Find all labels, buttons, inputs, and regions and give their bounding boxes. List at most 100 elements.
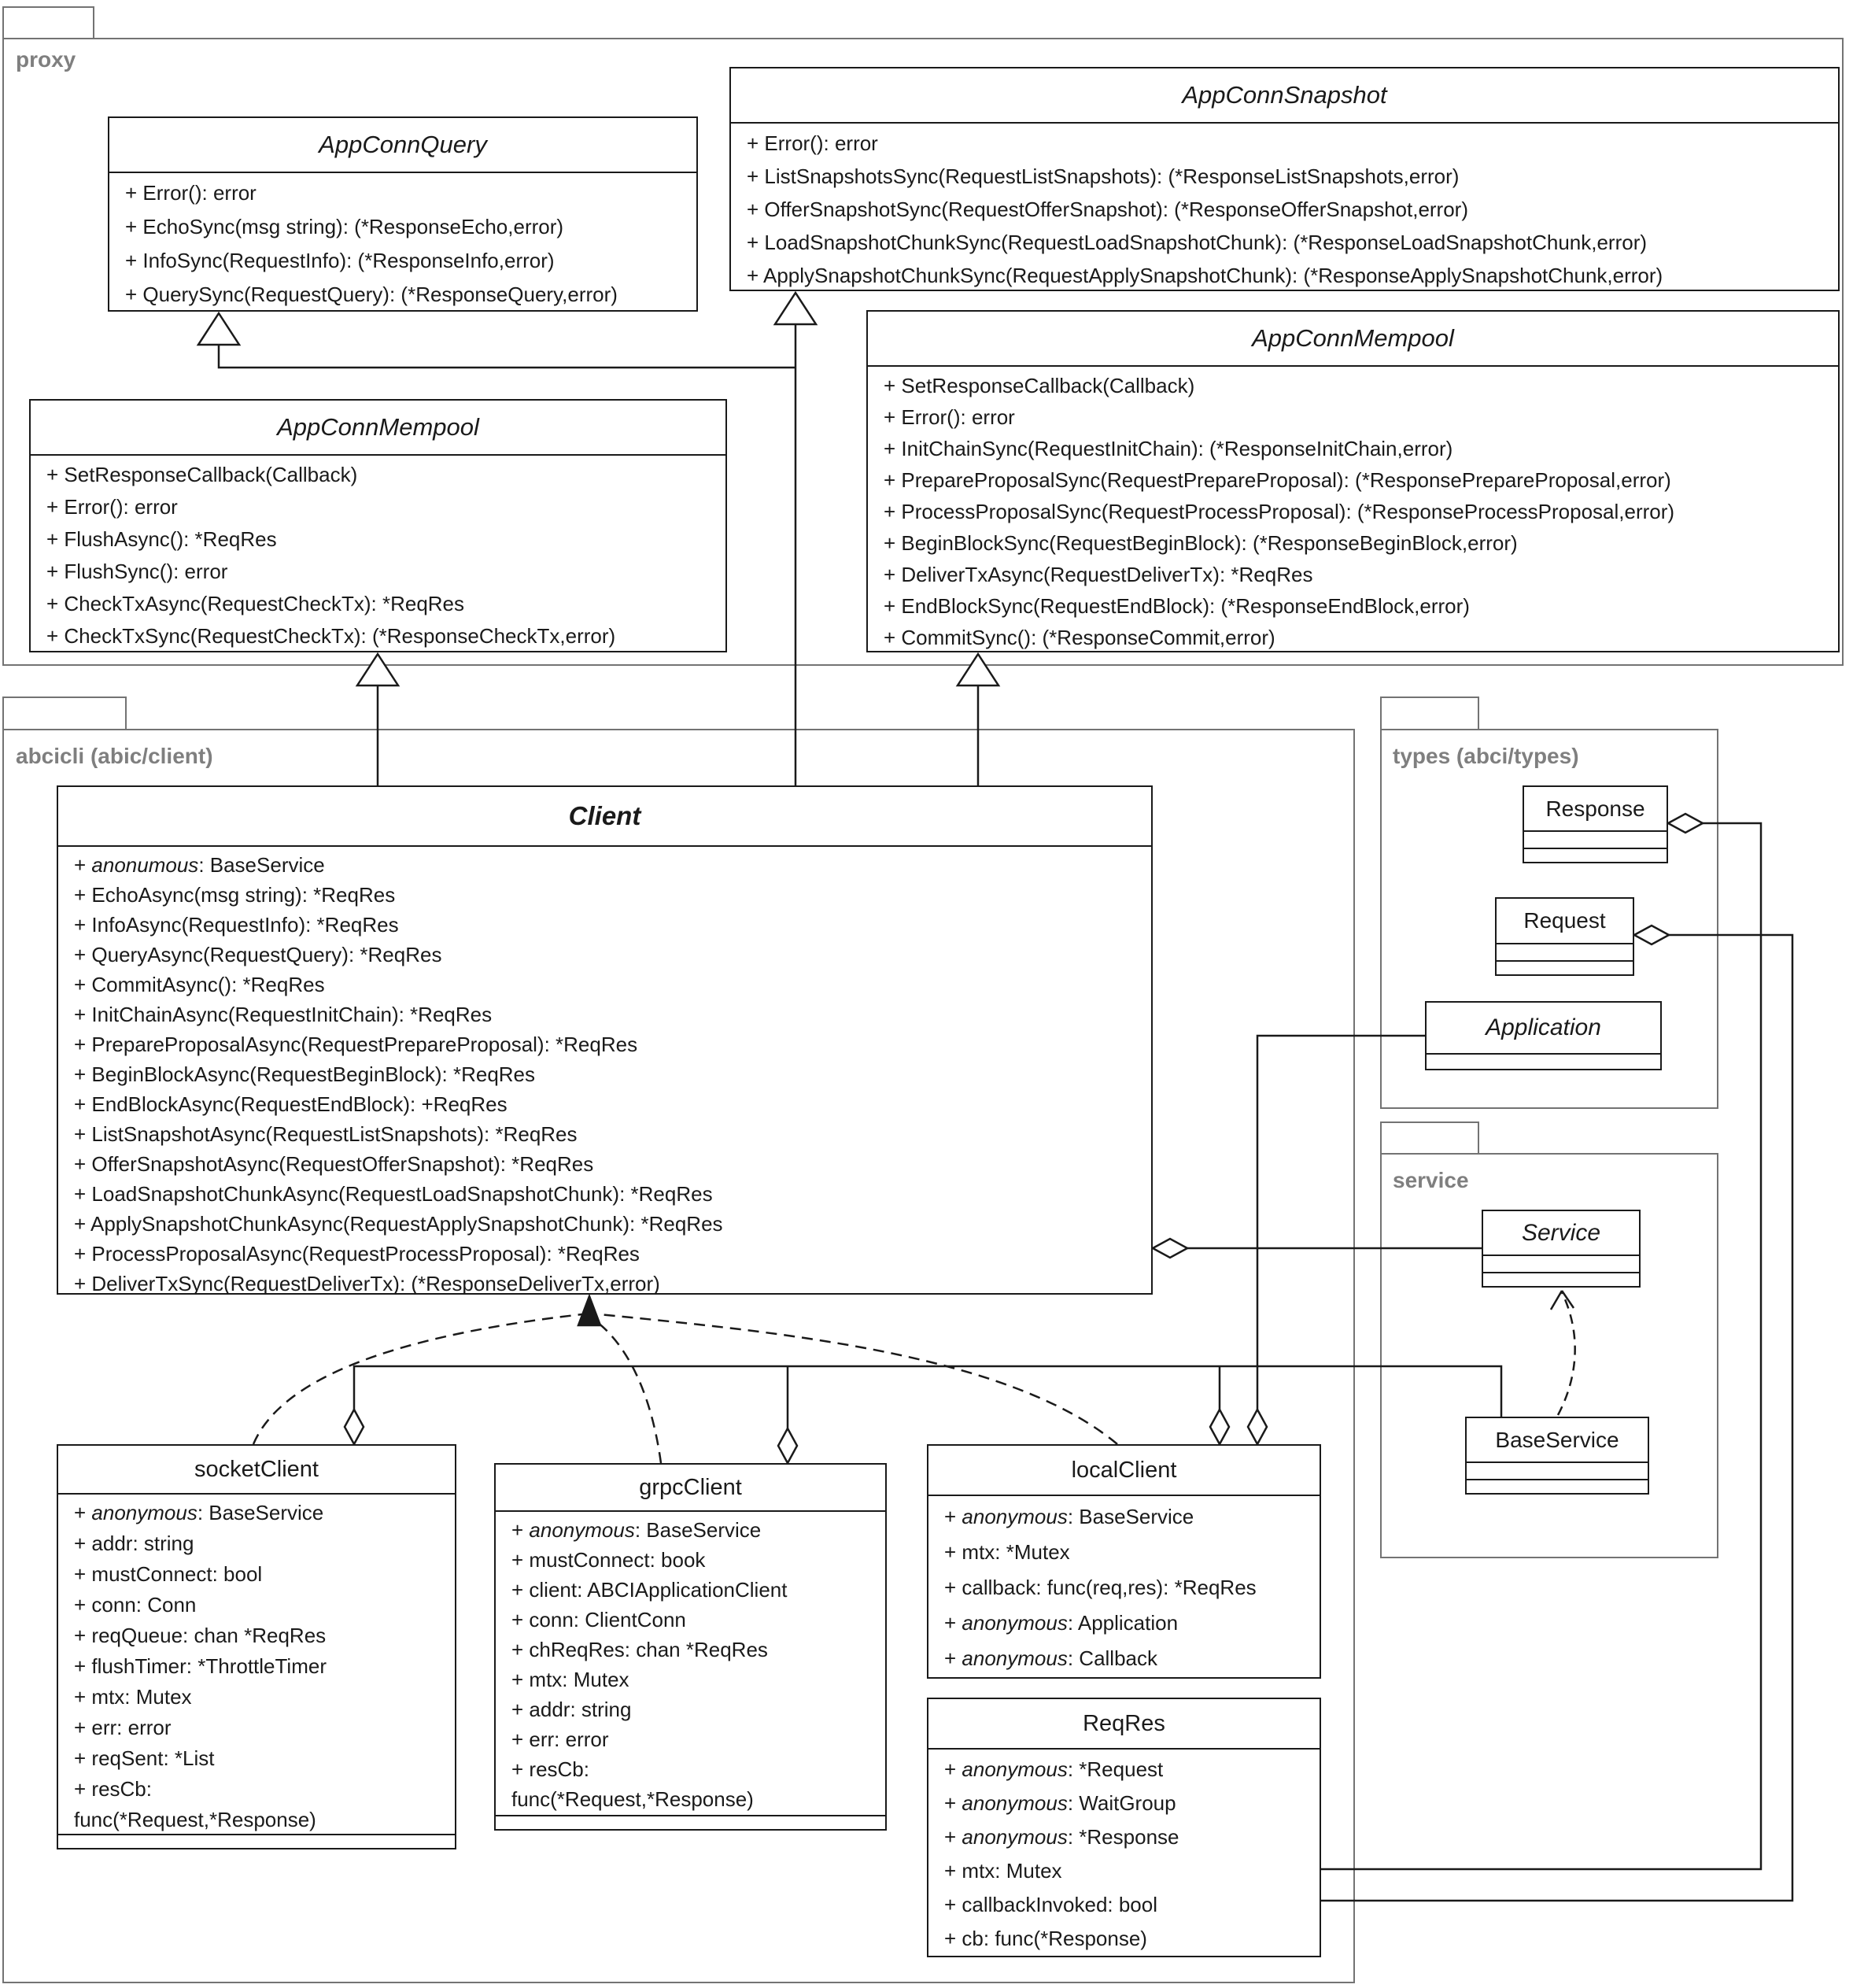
member-line: + anonymous: Callback [944,1646,1157,1670]
class-title: AppConnMempool [868,312,1838,367]
member-line: + EndBlockSync(RequestEndBlock): (*Respo… [884,594,1470,618]
class-reqres: ReqRes + anonymous: *Request+ anonymous:… [927,1698,1321,1957]
class-response: Response [1523,785,1668,863]
realization-client-appconnquery-line [217,345,795,369]
member-line: + mustConnect: book [511,1548,706,1572]
class-title: Service [1521,1219,1601,1246]
aggregation-diamond-localclient-baseservice [1209,1407,1231,1447]
class-application: Application [1425,1001,1662,1070]
member-line: + anonymous: WaitGroup [944,1791,1176,1815]
aggregation-diamond-response [1666,812,1705,834]
package-service-label: service [1393,1168,1469,1192]
member-line: + FlushAsync(): *ReqRes [46,527,277,551]
member-line: + QueryAsync(RequestQuery): *ReqRes [74,943,442,966]
member-line: + ListSnapshotsSync(RequestListSnapshots… [747,164,1460,188]
package-abcicli-tab [2,697,127,730]
members-list: + anonymous: *Request + anonymous: WaitGr… [928,1750,1320,1956]
members-list: + anonymous: BaseService+ mtx: *Mutex+ c… [928,1496,1320,1677]
generalization-triangle-appconnmempool-left [355,652,400,687]
member-line: func(*Request,*Response) [511,1787,754,1811]
member-line: + FlushSync(): error [46,560,228,583]
member-line: + CheckTxSync(RequestCheckTx): (*Respons… [46,624,616,648]
aggregation-diamond-client-service [1150,1237,1190,1259]
dashed-localclient-client [599,1313,1118,1445]
member-line: + callbackInvoked: bool [944,1893,1158,1916]
member-line: + DeliverTxAsync(RequestDeliverTx): *Req… [884,563,1313,586]
class-title: Request [1523,908,1606,933]
member-line: func(*Request,*Response) [74,1808,316,1831]
member-line: + mtx: *Mutex [944,1540,1070,1564]
member-line: + err: error [511,1727,609,1751]
member-line: + DeliverTxSync(RequestDeliverTx): (*Res… [74,1272,660,1293]
member-line: + anonymous: Application [944,1611,1179,1635]
generalization-triangle-appconnmempool-right [955,652,1001,687]
class-appconnmempool-left: AppConnMempool + SetResponseCallback(Cal… [29,399,727,652]
class-title: Response [1545,796,1645,821]
member-line: + chReqRes: chan *ReqRes [511,1638,768,1661]
member-line: + EndBlockAsync(RequestEndBlock): +ReqRe… [74,1092,508,1116]
class-request: Request [1495,897,1634,976]
methods-compartment [1483,1272,1639,1289]
member-line: + ProcessProposalAsync(RequestProcessPro… [74,1242,640,1266]
aggregation-diamond-socketclient [343,1407,365,1447]
member-line: + resCb: [511,1757,589,1781]
member-line: + OfferSnapshotAsync(RequestOfferSnapsho… [74,1152,594,1176]
class-appconnmempool-right: AppConnMempool + SetResponseCallback(Cal… [866,310,1840,652]
attributes-compartment [1467,1461,1648,1479]
member-line: + BeginBlockAsync(RequestBeginBlock): *R… [74,1062,536,1086]
attributes-compartment [1497,943,1633,960]
aggregation-diamond-localclient-application [1246,1407,1268,1447]
members-list: + anonumous: BaseService+ EchoAsync(msg … [58,847,1151,1293]
dashed-socketclient-client [252,1313,583,1445]
empty-compartment [58,1834,455,1848]
package-types-label: types (abci/types) [1393,744,1579,768]
dashed-grpcclient-client [592,1317,663,1464]
member-line: + ProcessProposalSync(RequestProcessProp… [884,500,1675,523]
member-line: + EchoAsync(msg string): *ReqRes [74,883,396,907]
member-line: + callback: func(req,res): *ReqRes [944,1576,1257,1599]
class-title: localClient [928,1446,1320,1496]
member-line: + QuerySync(RequestQuery): (*ResponseQue… [125,283,618,306]
member-line: + ApplySnapshotChunkAsync(RequestApplySn… [74,1212,723,1236]
class-title: AppConnSnapshot [731,68,1838,124]
class-localclient: localClient + anonymous: BaseService+ mt… [927,1444,1321,1679]
methods-compartment [1524,848,1667,865]
members-list: + Error(): error+ EchoSync(msg string): … [109,173,696,310]
member-line: + PrepareProposalAsync(RequestPreparePro… [74,1033,638,1056]
member-line: + BeginBlockSync(RequestBeginBlock): (*R… [884,531,1518,555]
member-line: + PrepareProposalSync(RequestPrepareProp… [884,468,1671,492]
member-line: + resCb: [74,1777,152,1801]
members-list: + SetResponseCallback(Callback)+ Error()… [31,456,725,651]
member-line: + SetResponseCallback(Callback) [884,374,1195,397]
class-appconnquery: AppConnQuery + Error(): error+ EchoSync(… [108,116,698,312]
member-line: + CommitAsync(): *ReqRes [74,973,325,996]
member-line: + reqQueue: chan *ReqRes [74,1624,327,1647]
class-title: AppConnQuery [109,118,696,173]
aggregation-diamond-grpcclient [777,1426,799,1465]
class-title: grpcClient [496,1465,885,1512]
class-title: BaseService [1495,1427,1619,1452]
aggregation-localclient-application-line [1256,1034,1425,1410]
member-line: + reqSent: *List [74,1746,215,1770]
member-line: + addr: string [74,1532,194,1555]
arrowhead-clients-to-client [577,1293,602,1327]
member-line: + anonymous: BaseService [74,1501,324,1524]
arrowhead-baseservice-service [1549,1290,1575,1310]
member-line: + CommitSync(): (*ResponseCommit,error) [884,626,1275,649]
member-line: + ApplySnapshotChunkSync(RequestApplySna… [747,264,1663,287]
member-line: + Error(): error [125,181,257,205]
member-line: + flushTimer: *ThrottleTimer [74,1654,327,1678]
package-types-tab [1380,697,1479,730]
aggregation-diamond-request [1632,924,1671,946]
members-list: + anonymous: BaseService+ mustConnect: b… [496,1512,885,1815]
member-line: + anonymous: *Response [944,1825,1179,1849]
class-title: ReqRes [928,1699,1320,1750]
package-proxy-label: proxy [16,47,76,72]
package-abcicli-label: abcicli (abic/client) [16,744,213,768]
member-line: + err: error [74,1716,172,1739]
member-line: + Error(): error [46,495,178,519]
class-socketclient: socketClient + anonymous: BaseService+ a… [57,1444,456,1849]
member-line: + anonymous: *Request [944,1757,1164,1781]
class-baseservice: BaseService [1465,1417,1649,1495]
